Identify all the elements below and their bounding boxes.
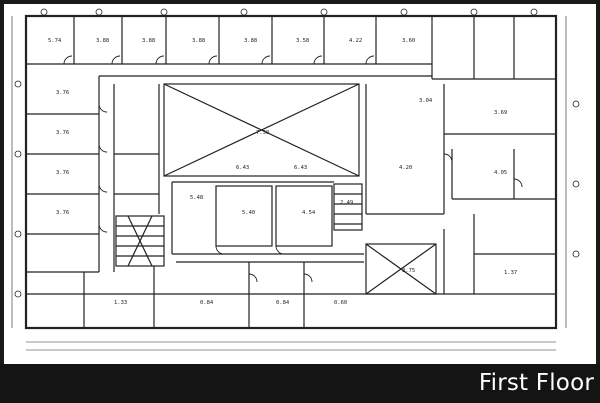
- floor-plan-sheet: 5.74 3.88 3.88 3.88 3.88 3.58 4.22 3.60 3.76 3.76…: [4, 4, 596, 364]
- slide-caption: First Floor: [478, 370, 594, 396]
- plan-dimension-label: 4.20: [399, 165, 412, 171]
- plan-dimension-label: 1.37: [504, 270, 517, 276]
- plan-dimension-label: 3.76: [56, 90, 69, 96]
- plan-labels: 5.74 3.88 3.88 3.88 3.88 3.58 4.22 3.60 3.76 3.76…: [48, 38, 517, 306]
- outer-wall: [24, 14, 558, 330]
- plan-dimension-label: 6.43: [236, 165, 249, 171]
- plan-dimension-label: 5.74: [48, 38, 62, 44]
- plan-dimension-label: 3.76: [56, 170, 69, 176]
- plan-dimension-label: 0.84: [200, 300, 214, 306]
- plan-dimension-label: 3.76: [56, 210, 69, 216]
- plan-dimension-label: 4.54: [302, 210, 316, 216]
- plan-dimension-label: 3.04: [419, 98, 433, 104]
- plan-dimension-label: 3.60: [402, 38, 415, 44]
- plan-dimension-label: 0.60: [334, 300, 347, 306]
- plan-dimension-label: 3.58: [296, 38, 309, 44]
- plan-dimension-label: 3.88: [96, 38, 109, 44]
- plan-dimension-label: 5.48: [190, 195, 203, 201]
- plan-dimension-label: 2.49: [340, 200, 353, 206]
- plan-dimension-label: 4.22: [349, 38, 362, 44]
- plan-dimension-label: 3.88: [142, 38, 155, 44]
- plan-dimension-label: 0.84: [276, 300, 290, 306]
- plan-dimension-label: 1.33: [114, 300, 127, 306]
- plan-dimension-label: 3.88: [244, 38, 257, 44]
- plan-dimension-label: 7.30: [256, 130, 269, 136]
- plan-dimension-label: 6.43: [294, 165, 307, 171]
- plan-dimension-label: 4.05: [494, 170, 507, 176]
- plan-dimension-label: 5.40: [242, 210, 255, 216]
- floor-plan-drawing: 5.74 3.88 3.88 3.88 3.88 3.58 4.22 3.60 3.76 3.76…: [11, 8, 580, 351]
- plan-dimension-label: 3.76: [56, 130, 69, 136]
- caption-bar: First Floor: [0, 364, 600, 403]
- plan-dimension-label: 3.88: [192, 38, 205, 44]
- plan-dimension-label: 3.75: [402, 268, 415, 274]
- plan-dimension-label: 3.69: [494, 110, 507, 116]
